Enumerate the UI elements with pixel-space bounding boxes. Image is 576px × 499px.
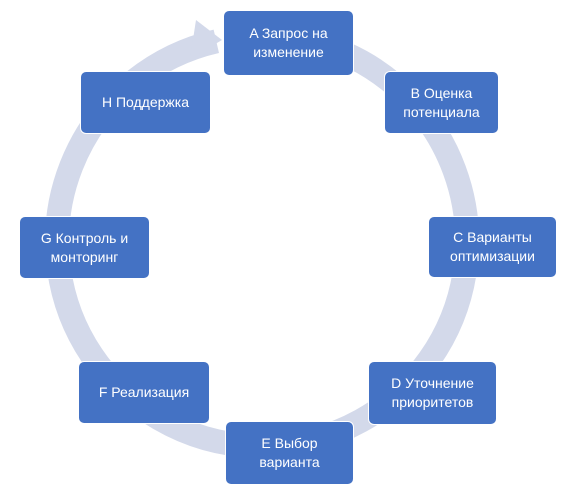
step-f-node: F Реализация — [78, 361, 210, 424]
step-g-node: G Контроль и монторинг — [19, 216, 150, 279]
step-h-node: H Поддержка — [80, 71, 211, 134]
step-d-node: D Уточнение приоритетов — [368, 361, 497, 425]
step-c-node: C Варианты оптимизации — [428, 216, 557, 278]
step-a-node: A Запрос на изменение — [223, 10, 354, 76]
step-b-node: B Оценка потенциала — [384, 71, 499, 134]
cycle-arrow-head — [190, 20, 222, 59]
step-e-node: E Выбор варианта — [225, 421, 354, 485]
